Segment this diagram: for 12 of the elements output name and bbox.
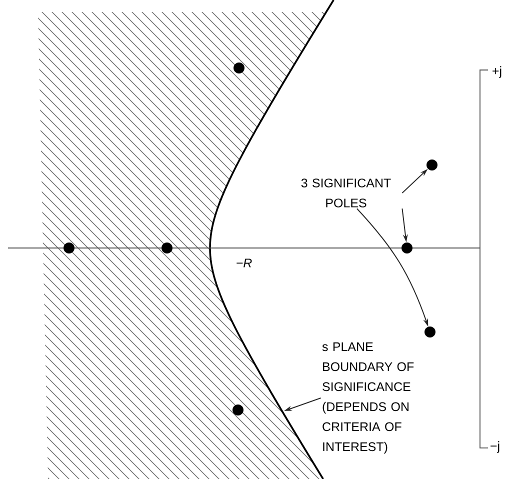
pole-dot	[402, 242, 412, 254]
pole-dot	[234, 62, 244, 74]
axis-label: +j	[492, 66, 502, 78]
pole-dot	[424, 326, 436, 338]
pole-dot	[232, 404, 244, 416]
axis-label: −j	[490, 441, 500, 453]
text-label: s PLANE BOUNDARY OF SIGNIFICANCE (DEPENDS ON CRITERIA OF INTEREST)	[322, 342, 414, 454]
axis-label: −R	[236, 258, 252, 268]
pole-dot	[64, 242, 74, 254]
pole-dot	[426, 160, 438, 170]
pole-dot	[162, 242, 172, 254]
text-label: 3 SIGNIFICANT POLES	[301, 178, 391, 208]
